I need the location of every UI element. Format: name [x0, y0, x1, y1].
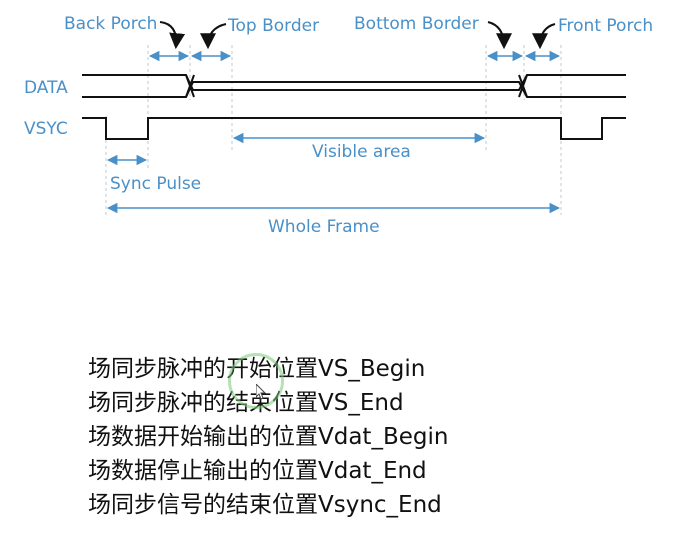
note-vsync-end: 场同步信号的结束位置Vsync_End [88, 492, 442, 518]
bottom-border-pointer-arrow [487, 21, 512, 50]
top-border-pointer-arrow [200, 23, 227, 50]
data-signal-bottom [82, 81, 626, 98]
front-porch-label: Front Porch [558, 16, 653, 36]
note-vdat-begin: 场数据开始输出的位置Vdat_Begin [88, 424, 449, 450]
data-transition-end-b [518, 74, 528, 98]
note-vdat-end: 场数据停止输出的位置Vdat_End [88, 458, 427, 484]
front-porch-pointer-arrow [532, 23, 556, 50]
pointer-arrows [159, 21, 556, 50]
position-notes-list: 场同步脉冲的开始位置VS_Begin 场同步脉冲的结束位置VS_End 场数据开… [88, 352, 448, 522]
whole-frame-label: Whole Frame [268, 217, 380, 237]
note-vs-end: 场同步脉冲的结束位置VS_End [88, 390, 404, 416]
bottom-border-label: Bottom Border [354, 14, 479, 34]
vsync-signal-label: VSYC [24, 119, 68, 139]
vsync-signal [82, 117, 626, 140]
sync-pulse-label: Sync Pulse [110, 174, 201, 194]
data-signal [82, 74, 626, 98]
data-signal-label: DATA [24, 78, 68, 98]
data-signal-top [82, 74, 626, 91]
note-vs-begin: 场同步脉冲的开始位置VS_Begin [88, 356, 426, 382]
cursor-pointer-icon [256, 384, 266, 400]
back-porch-pointer-arrow [159, 21, 186, 50]
back-porch-label: Back Porch [64, 14, 157, 34]
data-transition-start-b [185, 74, 195, 98]
visible-area-label: Visible area [312, 142, 411, 162]
top-border-label: Top Border [227, 16, 319, 36]
